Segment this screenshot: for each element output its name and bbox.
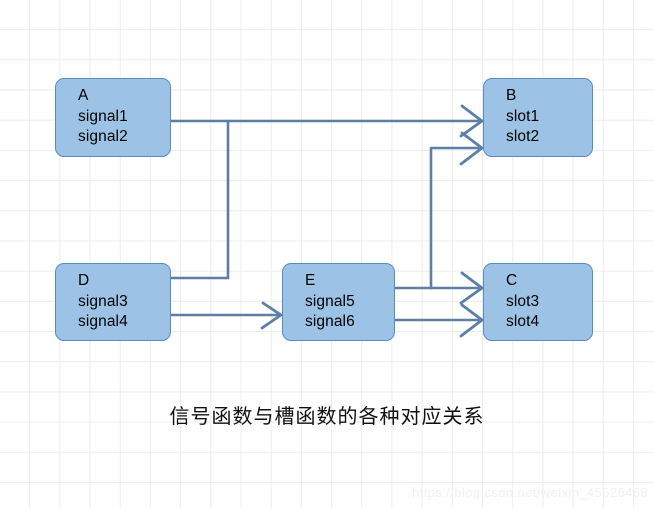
node-a-signal-1: signal1 <box>78 107 128 125</box>
node-b-slot-1: slot1 <box>506 107 540 125</box>
node-e-signal-5: signal5 <box>305 292 355 310</box>
wire-d-signal3-to-b-slot1 <box>169 119 230 280</box>
node-b-slot-2: slot2 <box>506 128 540 145</box>
node-e-title: E <box>305 272 316 289</box>
node-d-signal-4: signal4 <box>78 313 128 330</box>
node-e-signal-6: signal6 <box>305 313 355 330</box>
node-d[interactable]: D signal3 signal4 <box>55 263 171 341</box>
node-a-title: A <box>78 87 89 104</box>
watermark-text: https://blog.csdn.net/weixin_45626468 <box>412 485 648 500</box>
node-d-title: D <box>78 272 90 289</box>
node-c-slot-3: slot3 <box>506 292 540 310</box>
node-a-signal-2: signal2 <box>78 128 128 145</box>
node-a[interactable]: A signal1 signal2 <box>55 78 171 157</box>
node-b[interactable]: B slot1 slot2 <box>483 78 593 157</box>
node-b-title: B <box>506 87 517 104</box>
node-e[interactable]: E signal5 signal6 <box>282 263 395 341</box>
arrowhead-b-slot2 <box>459 131 484 166</box>
arrowheads <box>260 104 484 338</box>
arrowhead-e-input <box>260 301 283 330</box>
node-c-title: C <box>506 272 518 289</box>
node-c[interactable]: C slot3 slot4 <box>483 263 593 341</box>
wire-e-signal5-to-b-slot2 <box>429 146 480 290</box>
node-c-slot-4: slot4 <box>506 313 540 330</box>
arrowhead-c-slot4 <box>459 303 484 338</box>
arrowhead-c-slot3 <box>459 271 484 305</box>
diagram-caption: 信号函数与槽函数的各种对应关系 <box>169 404 485 428</box>
node-d-signal-3: signal3 <box>78 292 128 310</box>
arrowhead-b-slot1 <box>459 104 484 138</box>
